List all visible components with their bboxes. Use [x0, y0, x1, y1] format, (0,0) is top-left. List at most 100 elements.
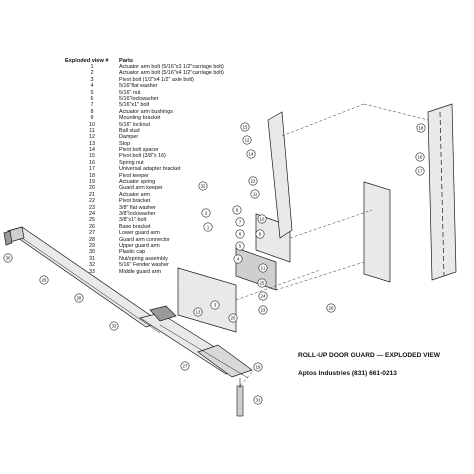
part-name: Base bracket [119, 223, 151, 230]
part-name: 5/16" locknut [119, 121, 150, 128]
callout-label: 11 [253, 192, 258, 197]
callout-bubble [109, 321, 119, 331]
callout-bubble [235, 229, 245, 239]
part-name: Pivot bolt (1/2"x4 1/2" axle bolt) [119, 76, 194, 83]
part-name: Actuator arm bolt (5/16"x3 1/2"carriage … [119, 64, 224, 70]
callout-label: 1 [207, 225, 210, 230]
upper-guard-arm [7, 226, 161, 328]
part-name: Pivot keeper [119, 172, 149, 179]
callout-label: 25 [260, 281, 265, 286]
part-number: 26 [89, 223, 95, 230]
callout-bubble [258, 263, 268, 273]
part-name: Pivot bolt (3/8"x 16) [119, 153, 166, 160]
callout-label: 13 [196, 310, 201, 315]
callout-label: 31 [256, 398, 261, 403]
callout-label: 26 [329, 306, 334, 311]
callout-bubble [210, 300, 220, 310]
part-number: 10 [89, 121, 95, 128]
part-name: Damper [119, 134, 139, 141]
base-bracket-assembly [177, 111, 293, 333]
part-number: 16 [89, 159, 95, 166]
track-slot-line [439, 111, 445, 277]
nut-spring-assembly [236, 378, 244, 417]
part-name: 5/16"flat washer [119, 83, 158, 90]
callout-label: 6 [239, 232, 242, 237]
alignment-line [363, 103, 429, 121]
callout-label: 3 [214, 303, 217, 308]
part-name: Actuator arm bolt (5/16"x4 1/2"carriage … [119, 70, 224, 77]
guard-arm-shadow-line [21, 237, 161, 334]
part-number: 25 [89, 217, 95, 224]
callout-label: 23 [261, 308, 266, 313]
alignment-lines [235, 103, 429, 387]
callout-label: 20 [231, 316, 236, 321]
callout-bubble [248, 176, 258, 186]
lower-guard-arm [197, 344, 253, 378]
adapter-bracket-left [363, 181, 391, 283]
part-number: 29 [89, 242, 95, 249]
plastic-cap [3, 230, 13, 246]
callout-bubble [255, 229, 265, 239]
callout-label: 8 [236, 208, 239, 213]
part-number: 22 [89, 198, 95, 205]
guard-arm-assembly [3, 226, 253, 379]
callout-bubble [203, 222, 213, 232]
parts-table-row: 2 Actuator arm bolt (5/16"x4 1/2"carriage… [66, 70, 266, 76]
parts-table-row: 10 5/16" locknut [66, 122, 266, 128]
part-name: Actuator spring [119, 179, 156, 186]
diagram-title: ROLL-UP DOOR GUARD — EXPLODED VIEW [298, 352, 441, 359]
callout-bubble [257, 278, 267, 288]
callout-bubble [415, 152, 425, 162]
part-name: 5/16"x1" bolt [119, 102, 150, 109]
callout-bubble [180, 361, 190, 371]
middle-arm-shadow-line [159, 324, 249, 379]
callout-label: 18 [419, 126, 424, 131]
part-name: Spring nut [119, 159, 144, 166]
callout-label: 12 [245, 138, 250, 143]
callout-layer: 3029283327133203119181716151214221110987… [3, 122, 426, 405]
callout-bubble [198, 181, 208, 191]
callout-label: 14 [249, 152, 254, 157]
callout-bubble [232, 205, 242, 215]
alignment-line [281, 103, 365, 137]
callout-label: 15 [243, 125, 248, 130]
callout-bubble [415, 166, 425, 176]
callout-bubble [39, 275, 49, 285]
callout-bubble [242, 135, 252, 145]
part-name: Lower guard arm [119, 230, 160, 237]
callout-label: 33 [112, 324, 117, 329]
part-number: 11 [89, 127, 95, 134]
part-number: 28 [89, 236, 95, 243]
part-number: 2 [90, 70, 94, 77]
callout-bubble [240, 122, 250, 132]
callout-bubble [3, 253, 13, 263]
part-number: 9 [90, 115, 94, 122]
callout-bubble [257, 214, 267, 224]
callout-bubble [233, 254, 243, 264]
part-name: Guard arm keeper [119, 185, 163, 192]
part-name: 3/8"lockwasher [119, 210, 156, 217]
part-name: Guard arm connector [119, 236, 170, 243]
callout-label: 30 [6, 256, 11, 261]
callout-bubble [253, 395, 263, 405]
callout-bubble [193, 307, 203, 317]
callout-bubble [253, 362, 263, 372]
alignment-line [289, 209, 373, 239]
callout-label: 16 [418, 155, 423, 160]
callout-label: 2 [205, 211, 208, 216]
actuator-arm [267, 111, 293, 239]
